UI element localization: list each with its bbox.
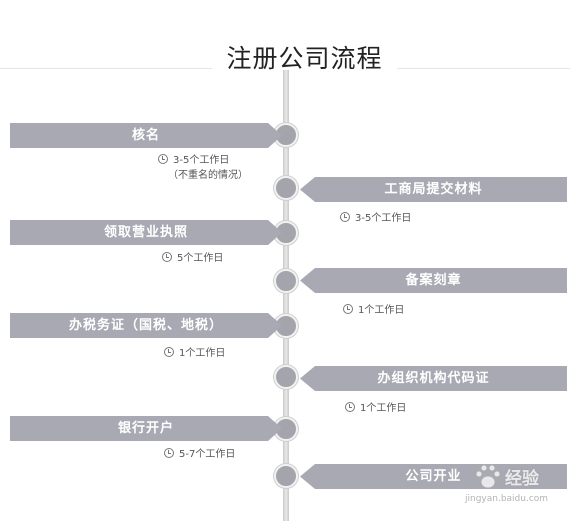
timeline-node-8	[274, 464, 298, 488]
paw-logo-icon	[475, 464, 501, 489]
step-time-text-2: 3-5个工作日	[355, 213, 412, 224]
timeline-node-6	[274, 365, 298, 389]
step-band-2: 工商局提交材料	[300, 177, 567, 202]
step-time-text-4: 1个工作日	[358, 305, 405, 316]
clock-icon	[164, 447, 174, 458]
step-band-7: 银行开户	[10, 416, 282, 441]
step-band-3: 领取营业执照	[10, 220, 282, 245]
step-time-1: 3-5个工作日	[158, 151, 229, 166]
step-note-1: （不重名的情况）	[168, 170, 248, 181]
step-time-3: 5个工作日	[162, 249, 223, 264]
step-time-2: 3-5个工作日	[340, 209, 411, 224]
watermark: 经验 jingyan.baidu.com	[465, 458, 565, 513]
timeline-node-7	[274, 417, 298, 441]
timeline-node-2	[274, 176, 298, 200]
step-time-text-1: 3-5个工作日	[173, 155, 230, 166]
clock-icon	[340, 211, 350, 222]
clock-icon	[164, 346, 174, 357]
step-time-5: 1个工作日	[164, 344, 225, 359]
diagram-title: 注册公司流程	[212, 40, 397, 78]
clock-icon	[343, 303, 353, 314]
step-band-8: 公司开业	[300, 464, 567, 489]
clock-icon	[158, 153, 168, 164]
watermark-url: jingyan.baidu.com	[465, 494, 549, 504]
step-time-text-6: 1个工作日	[360, 403, 407, 414]
step-time-text-5: 1个工作日	[179, 348, 226, 359]
step-band-5: 办税务证（国税、地税）	[10, 313, 282, 338]
timeline-node-4	[274, 269, 298, 293]
step-time-text-7: 5-7个工作日	[179, 449, 236, 460]
step-band-4: 备案刻章	[300, 268, 567, 293]
step-time-7: 5-7个工作日	[164, 445, 235, 460]
step-band-1: 核名	[10, 123, 282, 148]
step-band-6: 办组织机构代码证	[300, 366, 567, 391]
clock-icon	[162, 251, 172, 262]
step-time-6: 1个工作日	[345, 399, 406, 414]
step-time-text-3: 5个工作日	[177, 253, 224, 264]
timeline-axis	[283, 70, 289, 521]
watermark-text: 经验	[505, 469, 539, 489]
clock-icon	[345, 401, 355, 412]
step-time-4: 1个工作日	[343, 301, 404, 316]
